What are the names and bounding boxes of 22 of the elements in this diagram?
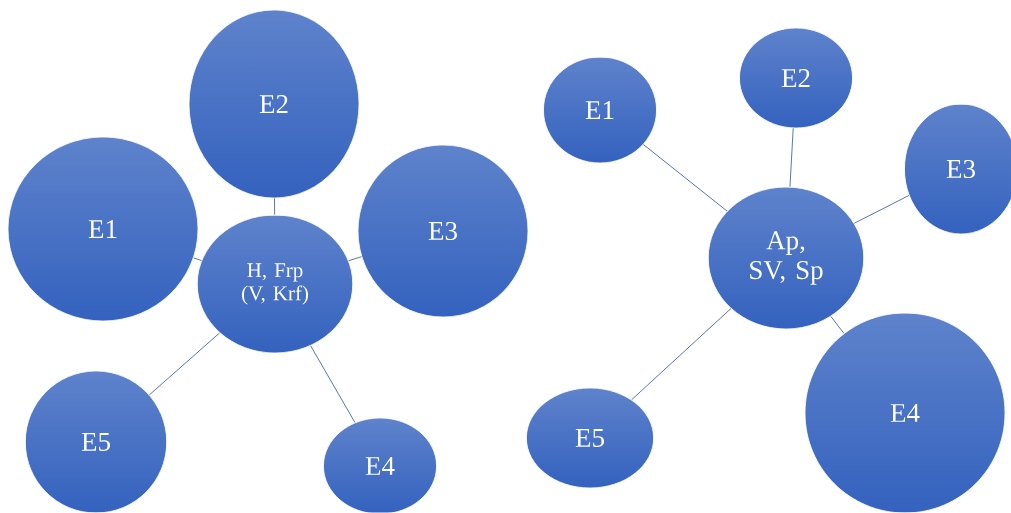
- bubble: E2: [739, 27, 853, 129]
- connector-line: [193, 257, 202, 261]
- connector-line: [631, 308, 732, 401]
- bubble: E2: [188, 9, 360, 199]
- bubble: E1: [543, 56, 657, 164]
- bubble: E1: [7, 136, 199, 322]
- bubble: E4: [323, 417, 437, 513]
- bubble: Ap, SV, Sp: [707, 186, 865, 330]
- connector-line: [310, 345, 356, 423]
- bubble: E4: [804, 312, 1006, 513]
- connector-line: [853, 195, 910, 224]
- bubble: E3: [357, 144, 529, 318]
- connector-line: [643, 144, 728, 212]
- connector-line: [348, 256, 362, 262]
- connector-line: [789, 127, 794, 188]
- bubble: E5: [525, 387, 655, 489]
- connector-line: [149, 332, 220, 396]
- bubble: H, Frp (V, Krf): [196, 214, 354, 354]
- bubble: E3: [904, 103, 1011, 235]
- connector-line: [830, 316, 845, 334]
- connector-line: [274, 198, 275, 215]
- bubble: E5: [24, 370, 168, 513]
